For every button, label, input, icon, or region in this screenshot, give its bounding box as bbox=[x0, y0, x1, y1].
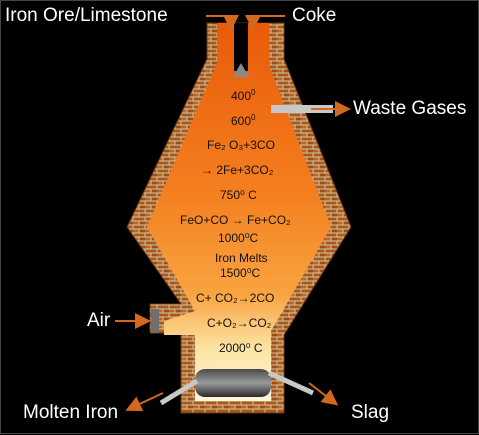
molten-iron-label: Molten Iron bbox=[23, 402, 119, 423]
zone-iron-melts: Iron Melts bbox=[215, 251, 268, 265]
zone-1500: 1500⁰C bbox=[220, 266, 261, 280]
reaction-feo: FeO+CO → Fe+CO₂ bbox=[180, 213, 291, 227]
zone-600: 6000 bbox=[231, 113, 256, 128]
waste-gases-label: Waste Gases bbox=[353, 98, 467, 119]
reaction-fe2o3: Fe₂ O₃+3CO bbox=[207, 138, 275, 152]
zone-1000: 1000⁰C bbox=[218, 231, 259, 245]
zone-400: 4000 bbox=[231, 88, 256, 103]
molten-iron-arrow bbox=[125, 392, 164, 412]
ore-limestone-label: Iron Ore/Limestone bbox=[5, 5, 168, 26]
molten-bath bbox=[195, 369, 271, 397]
slag-label: Slag bbox=[351, 402, 390, 423]
zone-750: 750⁰ C bbox=[220, 188, 257, 202]
air-tuyere bbox=[151, 309, 159, 333]
slag-tap-pipe bbox=[267, 370, 315, 396]
reaction-fe2o3-products: → 2Fe+3CO₂ bbox=[201, 163, 274, 177]
reaction-c-o2: C+O₂→CO₂ bbox=[207, 316, 272, 330]
feed-cone-icon bbox=[233, 63, 249, 77]
coke-label: Coke bbox=[292, 5, 337, 26]
iron-tap-pipe bbox=[159, 378, 199, 406]
zone-2000: 2000⁰ C bbox=[219, 341, 263, 355]
air-label: Air bbox=[87, 310, 111, 331]
slag-arrow bbox=[308, 382, 339, 406]
waste-gas-pipe bbox=[271, 105, 333, 113]
reaction-c-co2: C+ CO₂→2CO bbox=[196, 291, 275, 305]
furnace-interior bbox=[147, 23, 331, 401]
feed-chute bbox=[234, 23, 248, 71]
